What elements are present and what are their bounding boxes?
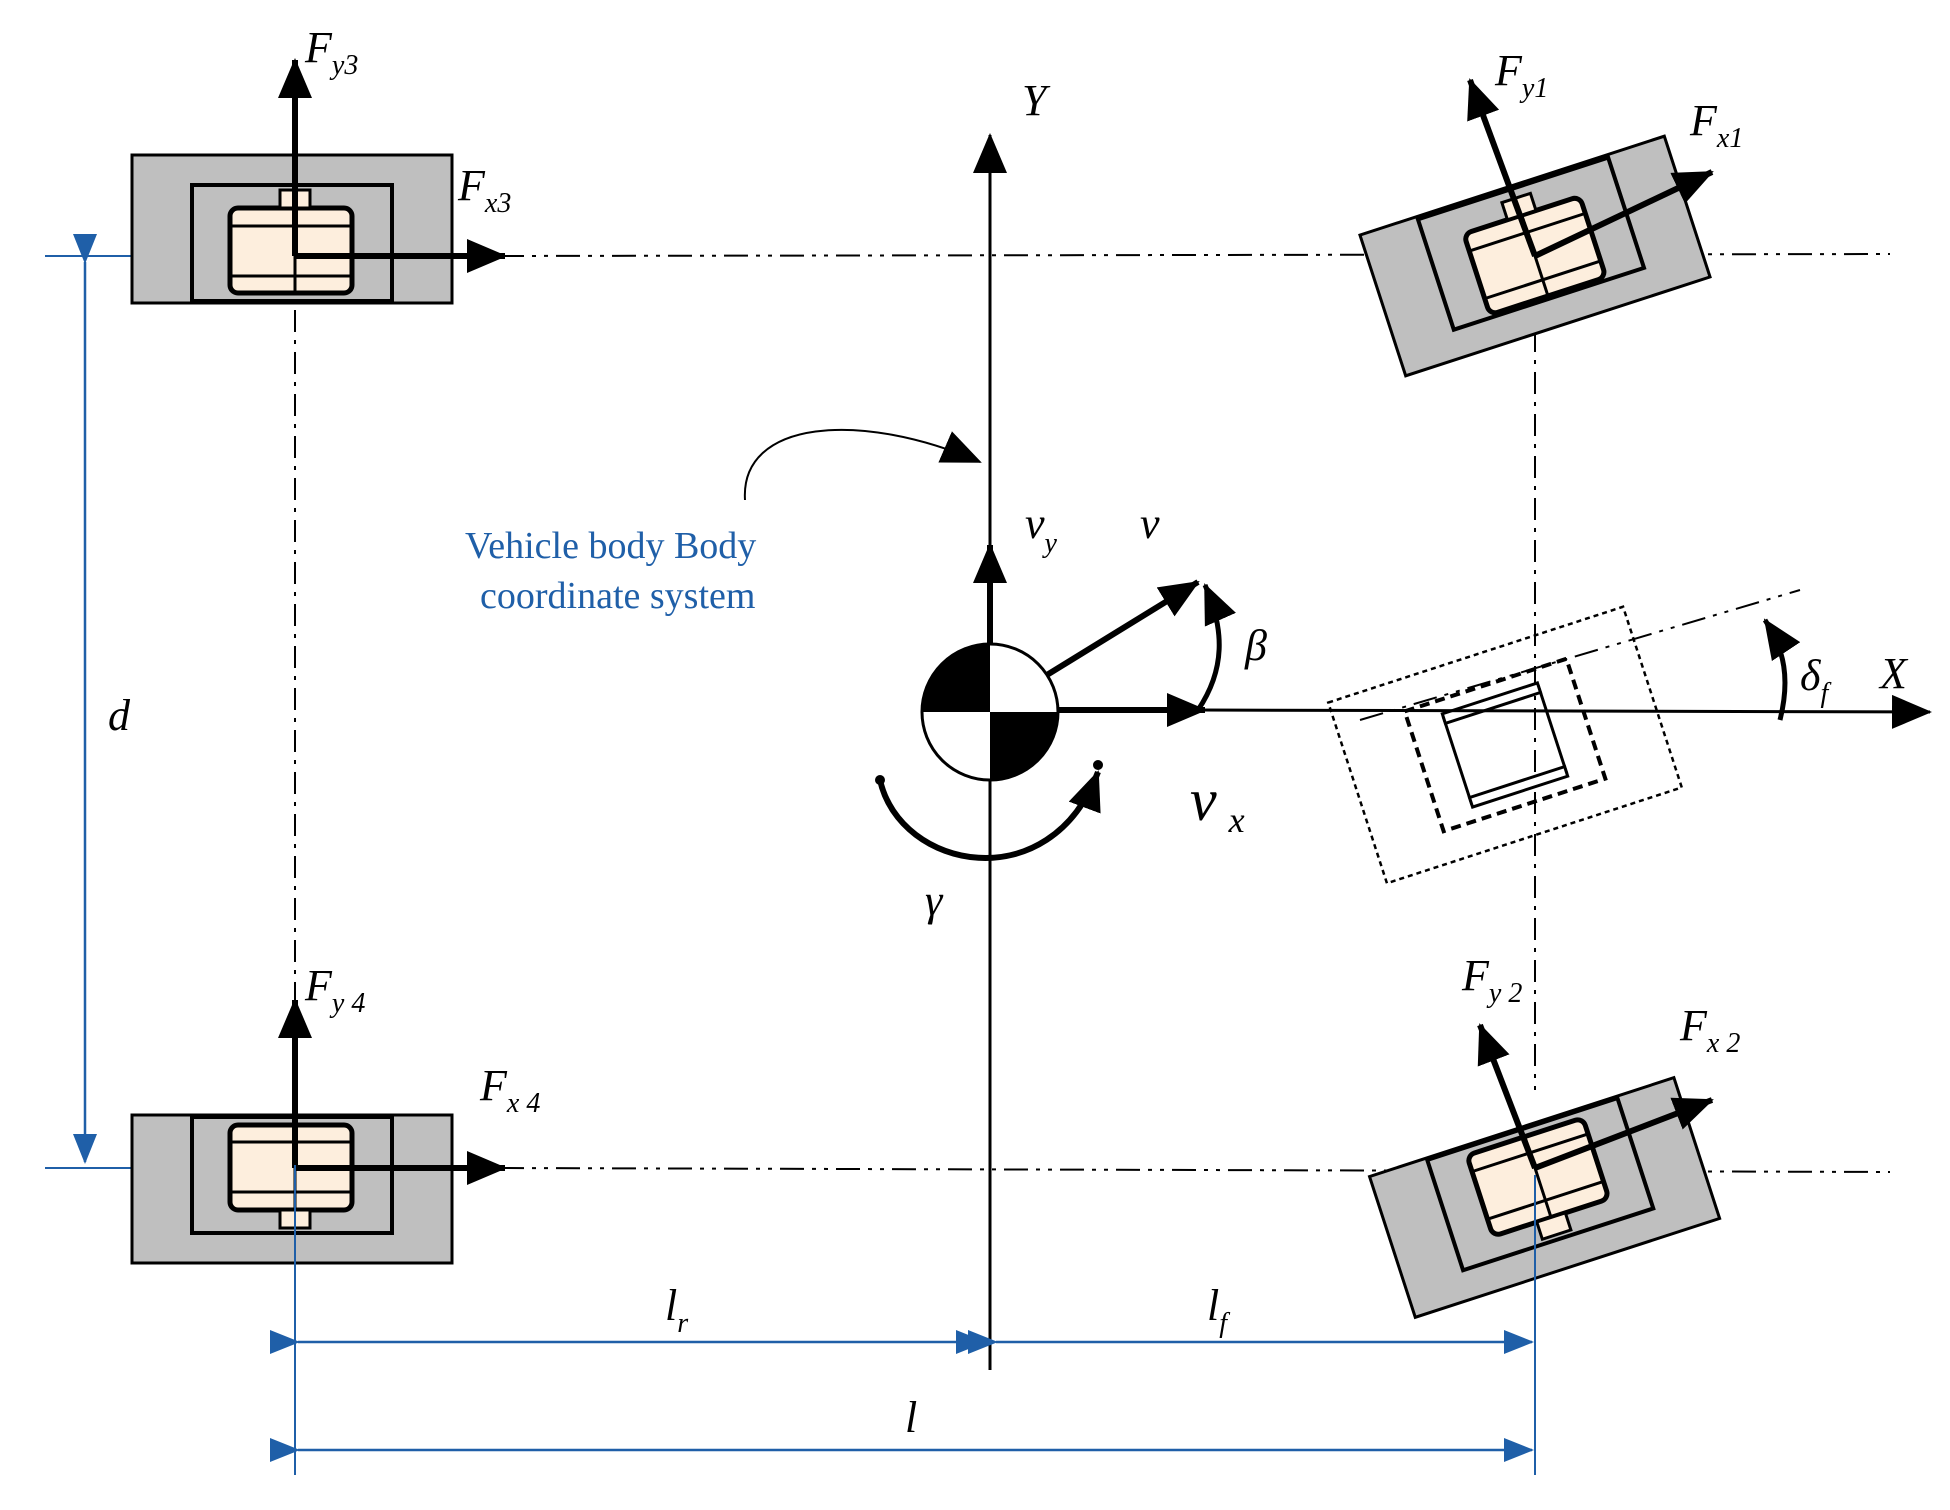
force-arrows xyxy=(278,58,1714,1185)
label-l: l xyxy=(905,1393,917,1442)
beta-arc xyxy=(1195,583,1236,712)
label-beta: β xyxy=(1244,621,1267,670)
caption-callout xyxy=(743,428,982,501)
label-fx2: Fx 2 xyxy=(1679,1001,1740,1059)
bottom-axle-line xyxy=(499,1167,1891,1173)
delta-arc xyxy=(1762,618,1801,721)
caption-line-2: coordinate system xyxy=(480,575,755,617)
label-fx3: Fx3 xyxy=(457,161,511,219)
label-fy3: Fy3 xyxy=(304,23,358,81)
label-fx1: Fx1 xyxy=(1689,96,1743,154)
force-fy1-arrow xyxy=(1467,78,1538,258)
wheel-front-right xyxy=(1367,1075,1722,1320)
label-fx4: Fx 4 xyxy=(479,1061,540,1119)
x-axis xyxy=(1199,694,1932,729)
label-lr: lr xyxy=(665,1281,688,1339)
label-vy: vy xyxy=(1025,499,1058,559)
steered-wheel-outline xyxy=(1326,605,1684,885)
force-fx1-arrow xyxy=(1533,169,1714,259)
label-lf: lf xyxy=(1207,1281,1230,1339)
label-delta: δf xyxy=(1800,651,1831,709)
label-gamma: γ xyxy=(925,876,944,925)
yaw-rate-arc xyxy=(877,770,1101,861)
force-fx2-arrow xyxy=(1533,1097,1714,1171)
x-axis-label: X xyxy=(1878,649,1909,698)
y-axis-label: Y xyxy=(1022,76,1051,125)
label-fy2: Fy 2 xyxy=(1461,951,1522,1009)
steer-direction-line xyxy=(1359,589,1801,721)
label-d: d xyxy=(108,691,131,740)
caption-line-1: Vehicle body Body xyxy=(465,525,756,567)
force-fy2-arrow xyxy=(1477,1023,1538,1170)
label-fy4: Fy 4 xyxy=(304,961,365,1019)
label-v: v xyxy=(1140,499,1160,548)
top-axle-line xyxy=(499,253,1891,257)
center-of-gravity xyxy=(920,642,1060,782)
label-fy1: Fy1 xyxy=(1494,46,1548,104)
